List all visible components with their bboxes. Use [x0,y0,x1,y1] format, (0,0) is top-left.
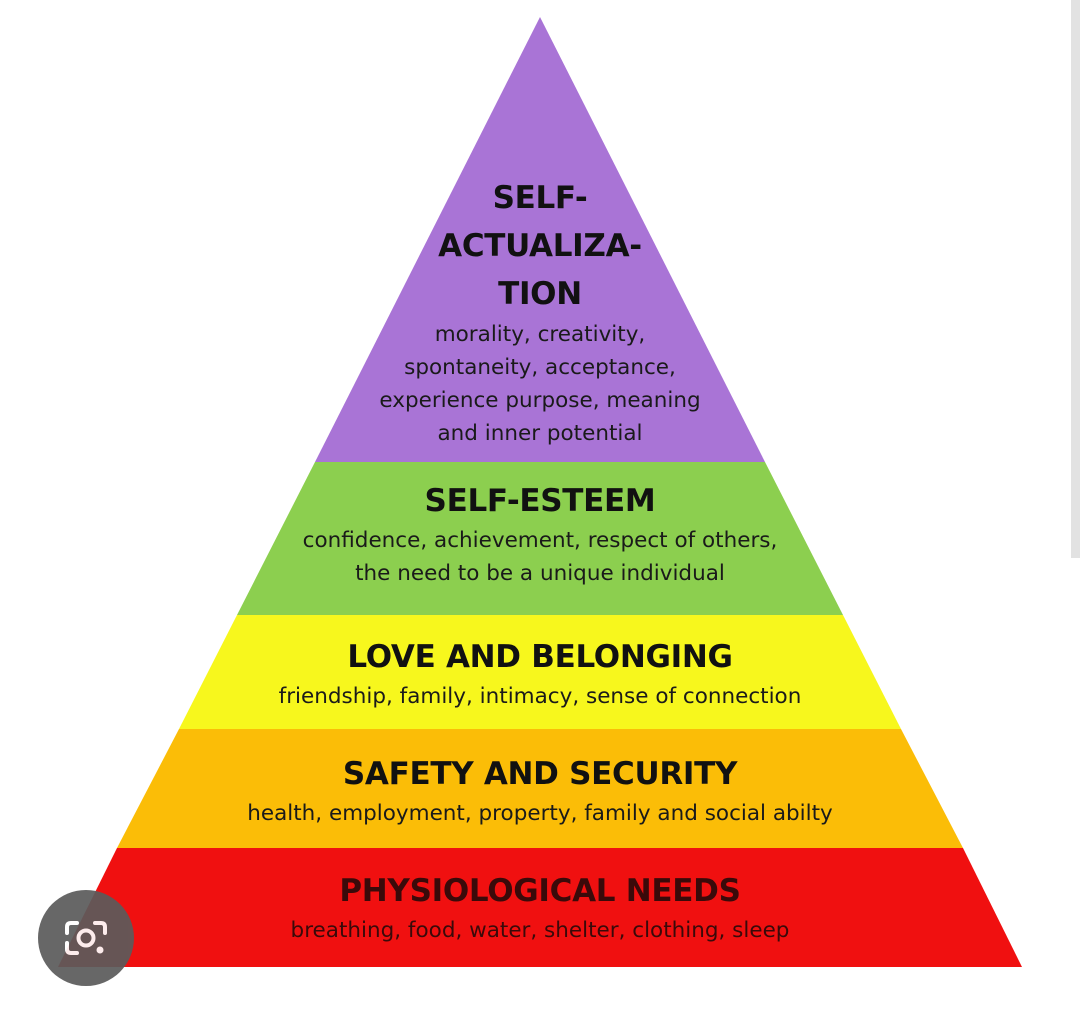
level-title: LOVE AND BELONGING [347,639,733,675]
level-self-actualization: SELF- ACTUALIZA- TION morality, creativi… [0,174,1080,450]
level-title: PHYSIOLOGICAL NEEDS [339,873,741,909]
scrollbar[interactable] [1071,0,1080,558]
self-actualization-band [315,17,765,462]
love-and-belonging-band [179,615,901,729]
level-description: breathing, food, water, shelter, clothin… [290,918,790,943]
level-self-esteem: SELF-ESTEEM confidence, achievement, res… [0,478,1080,590]
lens-search-button[interactable] [38,890,134,986]
level-description: morality, creativity, spontaneity, accep… [379,322,701,446]
level-safety-and-security: SAFETY AND SECURITY health, employment, … [0,751,1080,830]
level-title: SELF-ESTEEM [424,483,656,519]
level-description: friendship, family, intimacy, sense of c… [278,684,802,709]
level-love-and-belonging: LOVE AND BELONGING friendship, family, i… [0,634,1080,713]
level-physiological-needs: PHYSIOLOGICAL NEEDS breathing, food, wat… [0,868,1080,947]
level-description: confidence, achievement, respect of othe… [302,528,778,586]
physiological-needs-band [58,848,1022,967]
level-title: SAFETY AND SECURITY [342,756,738,792]
self-esteem-band [237,462,843,615]
level-description: health, employment, property, family and… [247,801,833,826]
level-title: SELF- ACTUALIZA- TION [438,180,642,312]
safety-and-security-band [117,729,963,848]
google-lens-icon [65,921,107,955]
